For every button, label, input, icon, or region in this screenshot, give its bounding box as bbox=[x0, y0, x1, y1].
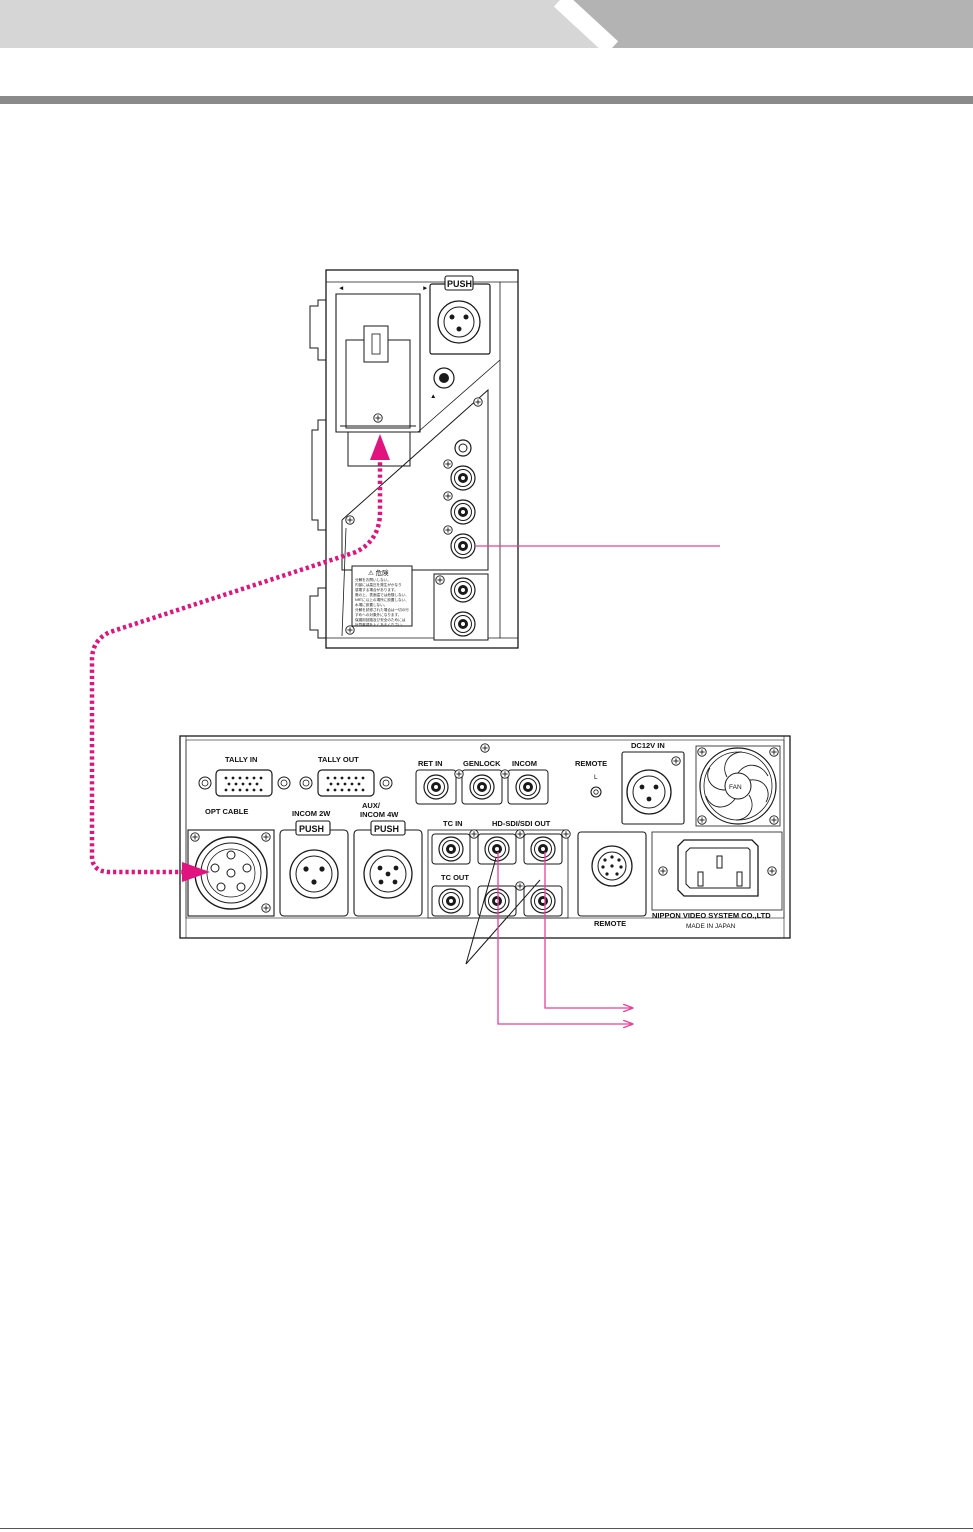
fan-icon bbox=[695, 745, 781, 827]
tc-out-label: TC OUT bbox=[441, 873, 469, 882]
remote-bottom-label: REMOTE bbox=[594, 919, 626, 928]
warning-line: 保護用回路及び安全のためには bbox=[355, 617, 406, 622]
warning-line: 計算事項をよくあるください。 bbox=[355, 622, 405, 627]
section-rule bbox=[0, 96, 973, 104]
warning-line: 感電する場合があります。 bbox=[355, 587, 398, 592]
incom-2w-label: INCOM 2W bbox=[292, 809, 331, 818]
optical-cable-arrow-up bbox=[370, 434, 390, 460]
fan-label: FAN bbox=[729, 784, 742, 791]
tc-in-label: TC IN bbox=[443, 819, 463, 828]
warning-line: 水場に設置しない。 bbox=[355, 602, 387, 607]
ret-in-label: RET IN bbox=[418, 759, 443, 768]
warning-line: 分解をお問いしない。 bbox=[355, 577, 391, 582]
warning-line: NRTに以上の場所に設置しない、 bbox=[355, 597, 409, 602]
warning-line: 内部には高圧を発生がかなり bbox=[355, 582, 402, 587]
base-unit-rear-panel: TALLY IN TALLY OUT OPT CABLE bbox=[179, 735, 791, 939]
camera-rear-panel: ◄ ► PUSH ▲ bbox=[309, 269, 519, 649]
hd-sdi-out-label: HD-SDI/SDI OUT bbox=[492, 819, 551, 828]
opt-cable-label: OPT CABLE bbox=[205, 807, 248, 816]
incom-2w-push-label: PUSH bbox=[299, 824, 324, 834]
header-band bbox=[0, 0, 973, 55]
optical-cable-arrow-right bbox=[182, 862, 210, 882]
camera-push-label: PUSH bbox=[447, 279, 472, 289]
dc12v-in-label: DC12V IN bbox=[631, 741, 665, 750]
remote-l-label: L bbox=[594, 774, 598, 781]
sdi-out-line-2 bbox=[497, 852, 632, 1024]
svg-text:◄: ◄ bbox=[338, 285, 344, 292]
sdi-out-line-1 bbox=[544, 852, 632, 1008]
incom-4w-label: INCOM 4W bbox=[360, 810, 399, 819]
svg-text:▲: ▲ bbox=[430, 393, 436, 400]
warning-line: すめへの対象外になります。 bbox=[355, 612, 401, 617]
remote-top-label: REMOTE bbox=[575, 759, 607, 768]
tally-in-label: TALLY IN bbox=[225, 755, 257, 764]
made-in-label: MADE IN JAPAN bbox=[686, 923, 736, 930]
warning-title: ⚠ 危険 bbox=[368, 568, 389, 577]
sdi-out-leader bbox=[465, 879, 541, 965]
warning-line: 分解を試修された場合は一切の行 bbox=[355, 607, 409, 612]
genlock-label: GENLOCK bbox=[463, 759, 501, 768]
incom-4w-push-label: PUSH bbox=[374, 824, 399, 834]
maker-label: NIPPON VIDEO SYSTEM CO.,LTD bbox=[652, 911, 771, 920]
warning-label bbox=[351, 565, 413, 627]
tally-out-label: TALLY OUT bbox=[318, 755, 359, 764]
optical-cable bbox=[89, 456, 383, 875]
svg-text:►: ► bbox=[422, 285, 428, 292]
sdi-out-leader bbox=[465, 857, 497, 965]
bottom-rule bbox=[0, 1528, 973, 1529]
aux-label: AUX/ bbox=[362, 801, 381, 810]
incom-label: INCOM bbox=[512, 759, 537, 768]
warning-line: 廃の上、表面温では危険しない、 bbox=[355, 592, 409, 597]
